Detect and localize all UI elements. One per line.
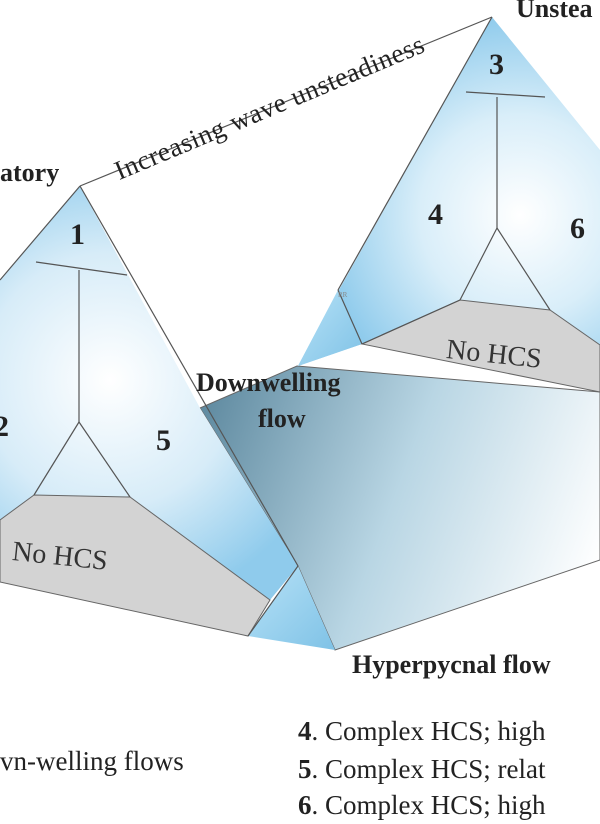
- legend-item-4: 4. Complex HCS; high: [298, 716, 546, 747]
- legend-item-6-number: 6: [298, 790, 312, 820]
- legend-item-4-text: . Complex HCS; high: [311, 716, 546, 746]
- field-1: 1: [70, 218, 85, 251]
- legend-item-6-text: . Complex HCS; high: [311, 790, 546, 820]
- corner-label-hyperpycnal: Hyperpycnal flow: [352, 650, 551, 679]
- corner-label-top-right: Unstea: [516, 0, 593, 23]
- left-pyramid-face: [0, 186, 298, 600]
- unsteadiness-connector: [79, 16, 493, 187]
- right-pyramid-face: [298, 17, 600, 366]
- field-6: 6: [570, 212, 585, 245]
- legend-item-4-number: 4: [298, 716, 312, 746]
- field-2: 2: [0, 410, 9, 443]
- field-4: 4: [428, 198, 443, 231]
- legend-item-5-number: 5: [298, 754, 312, 784]
- field-5: 5: [156, 424, 171, 457]
- legend-item-5: 5. Complex HCS; relat: [298, 754, 545, 785]
- legend-left-fragment: vn-welling flows: [0, 746, 184, 776]
- legend-item-5-text: . Complex HCS; relat: [311, 754, 546, 784]
- corner-label-downwelling: Downwelling: [196, 368, 341, 397]
- corner-label-flow: flow: [258, 404, 306, 433]
- tiny-mark: RR: [338, 291, 348, 299]
- left-pyramid-edge-face: [248, 566, 335, 650]
- field-3: 3: [489, 48, 504, 81]
- corner-label-top-left: atory: [0, 158, 60, 187]
- legend-item-6: 6. Complex HCS; high: [298, 790, 546, 821]
